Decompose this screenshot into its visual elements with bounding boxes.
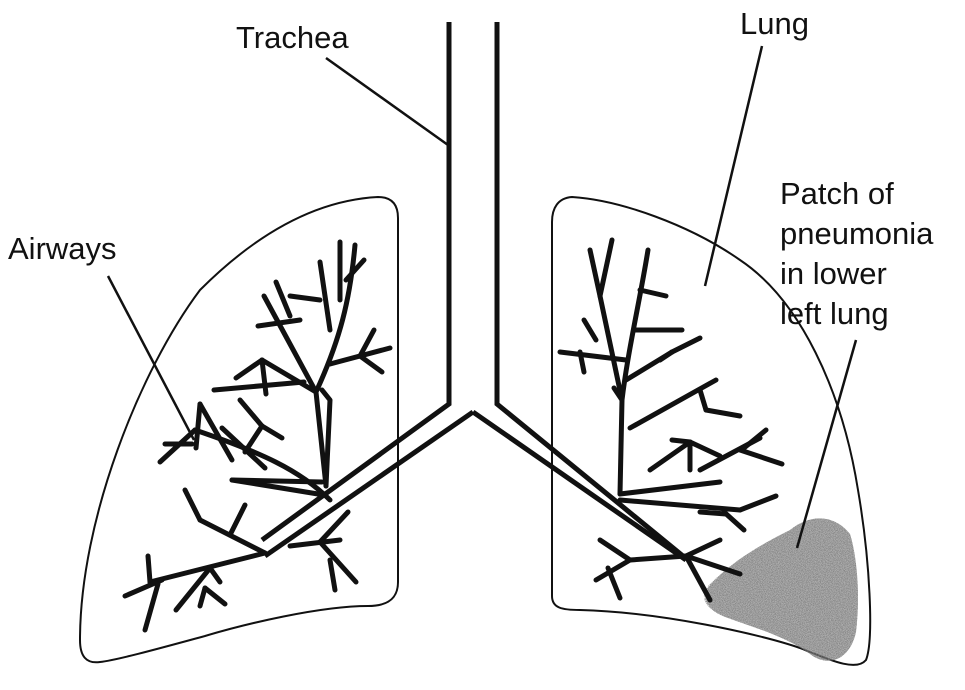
pneumonia-label-line-3: in lower [780, 254, 933, 294]
pneumonia-patch [704, 518, 858, 660]
lung-leader [705, 46, 762, 286]
trachea-label: Trachea [236, 18, 349, 58]
pneumonia-label-line-2: pneumonia [780, 214, 933, 254]
pneumonia-patch-label: Patch of pneumonia in lower left lung [780, 174, 933, 334]
lung-label: Lung [740, 4, 809, 44]
trachea-leader [326, 58, 448, 145]
right-lung-airways [125, 242, 390, 630]
patch-leader [797, 340, 856, 548]
pneumonia-label-line-1: Patch of [780, 174, 933, 214]
airways-leader [108, 276, 194, 440]
leader-lines [108, 46, 856, 548]
pneumonia-label-line-4: left lung [780, 294, 933, 334]
airways-label: Airways [8, 229, 117, 269]
